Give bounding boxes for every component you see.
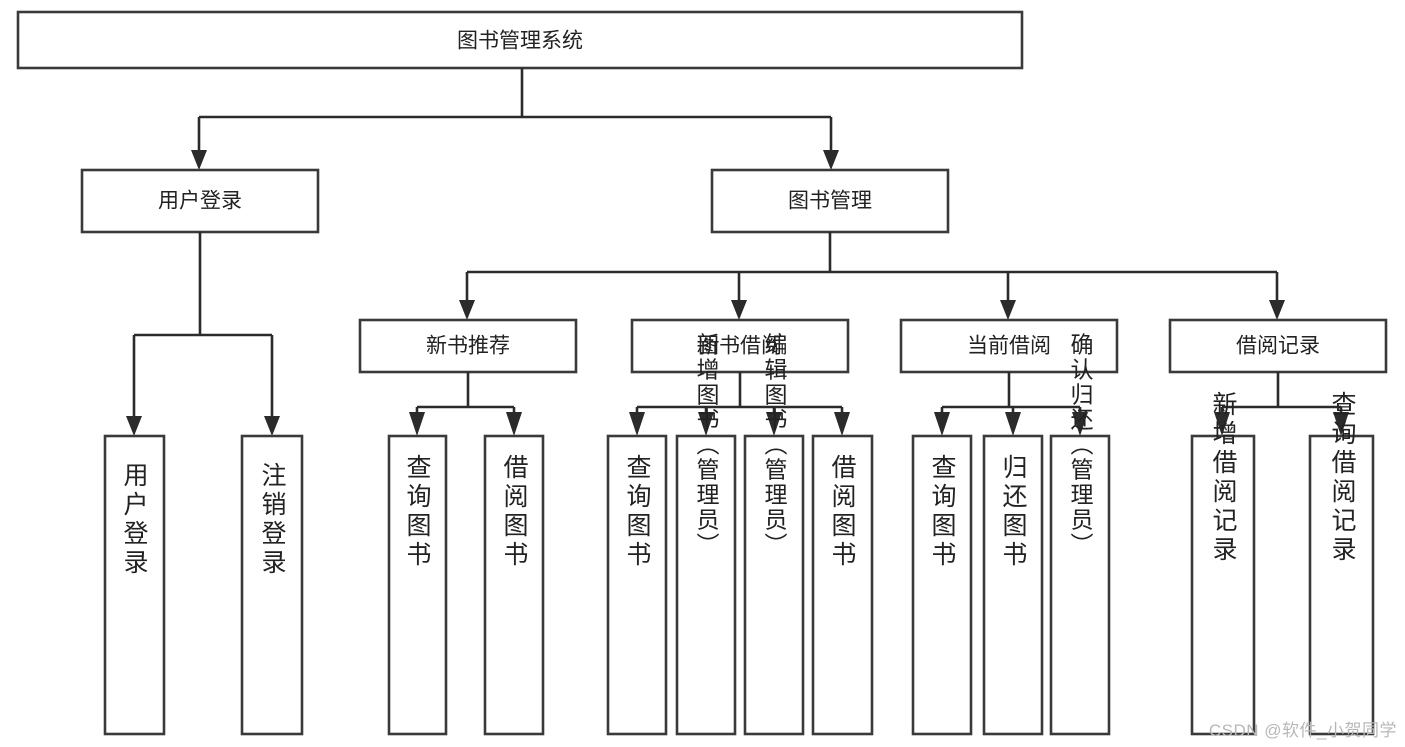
arrow-leaf-user-logout bbox=[264, 416, 280, 436]
arrow-user-login bbox=[191, 150, 207, 170]
leaf-query-book-2-box bbox=[606, 434, 668, 736]
arrow-leaf-query-book-3 bbox=[934, 412, 950, 436]
leaf-borrow-book-2-label: 借阅图书 bbox=[828, 454, 857, 570]
leaf-query-record-label: 查询借阅记录 bbox=[1328, 391, 1357, 565]
arrow-leaf-query-book-2 bbox=[629, 412, 645, 436]
leaf-node-query-book-2[interactable]: 查询图书 bbox=[606, 434, 668, 736]
borrow-record-box bbox=[1168, 318, 1388, 374]
leaf-query-book-3-label: 查询图书 bbox=[928, 454, 957, 570]
arrow-leaf-user-login bbox=[126, 416, 142, 436]
root-box bbox=[16, 10, 1024, 70]
leaf-user-logout-box bbox=[240, 434, 304, 736]
arrow-leaf-borrow-book-1 bbox=[506, 412, 522, 436]
new-book-rec-label: 新书推荐 bbox=[426, 335, 510, 358]
leaf-node-add-book[interactable]: 新增图书（管理员） bbox=[675, 333, 737, 736]
book-manage-label: 图书管理 bbox=[788, 190, 872, 213]
arrow-book-manage bbox=[823, 150, 839, 170]
leaf-return-book-box bbox=[982, 434, 1044, 736]
node-new-book-rec[interactable]: 新书推荐 bbox=[358, 318, 578, 374]
leaf-edit-book-label: 编辑图书（管理员） bbox=[761, 333, 788, 558]
arrow-leaf-add-book bbox=[698, 412, 714, 436]
leaf-node-add-record[interactable]: 新增借阅记录 bbox=[1190, 391, 1256, 736]
arrow-leaf-edit-book bbox=[766, 412, 782, 436]
book-borrow-label: 图书借阅 bbox=[698, 335, 782, 358]
arrow-leaf-add-record bbox=[1214, 412, 1230, 436]
current-borrow-label: 当前借阅 bbox=[967, 335, 1051, 358]
arrow-borrow-record bbox=[1269, 300, 1285, 320]
leaf-user-login-label: 用户登录 bbox=[120, 462, 149, 578]
node-user-login[interactable]: 用户登录 bbox=[80, 168, 320, 234]
arrow-leaf-query-record bbox=[1333, 412, 1349, 436]
arrow-book-borrow bbox=[731, 300, 747, 320]
leaf-query-book-1-label: 查询图书 bbox=[403, 454, 432, 570]
leaf-node-borrow-book-1[interactable]: 借阅图书 bbox=[483, 434, 545, 736]
arrow-leaf-confirm-return bbox=[1072, 412, 1088, 436]
arrow-leaf-return-book bbox=[1005, 412, 1021, 436]
node-book-manage[interactable]: 图书管理 bbox=[710, 168, 950, 234]
leaf-user-login-box bbox=[103, 434, 166, 736]
arrow-leaf-query-book-1 bbox=[409, 412, 425, 436]
connector-new-book-rec-to-leaves bbox=[409, 372, 522, 436]
leaf-confirm-return-label: 确认归还（管理员） bbox=[1067, 333, 1094, 558]
leaf-borrow-book-1-box bbox=[483, 434, 545, 736]
leaf-borrow-book-2-box bbox=[811, 434, 874, 736]
leaf-node-return-book[interactable]: 归还图书 bbox=[982, 434, 1044, 736]
leaf-query-book-2-label: 查询图书 bbox=[623, 454, 652, 570]
book-manage-box bbox=[710, 168, 950, 234]
connector-current-borrow-to-leaves bbox=[934, 372, 1088, 436]
book-borrow-box bbox=[630, 318, 850, 374]
leaf-node-query-book-3[interactable]: 查询图书 bbox=[911, 434, 973, 736]
leaf-node-edit-book[interactable]: 编辑图书（管理员） bbox=[743, 333, 805, 736]
new-book-rec-box bbox=[358, 318, 578, 374]
leaf-add-book-label: 新增图书（管理员） bbox=[693, 333, 720, 558]
arrow-current-borrow bbox=[1000, 300, 1016, 320]
leaf-return-book-label: 归还图书 bbox=[999, 454, 1028, 570]
node-borrow-record[interactable]: 借阅记录 bbox=[1168, 318, 1388, 374]
arrow-new-book-rec bbox=[459, 300, 475, 320]
connector-book-borrow-to-leaves bbox=[629, 372, 850, 436]
leaf-query-book-3-box bbox=[911, 434, 973, 736]
leaf-edit-book-box bbox=[743, 434, 805, 736]
leaf-node-user-login[interactable]: 用户登录 bbox=[103, 434, 166, 736]
connector-user-login-to-leaves bbox=[126, 232, 280, 436]
user-login-label: 用户登录 bbox=[158, 190, 242, 213]
leaf-user-logout-label: 注销登录 bbox=[258, 462, 287, 578]
connector-root-to-level2 bbox=[191, 68, 839, 170]
leaf-node-borrow-book-2[interactable]: 借阅图书 bbox=[811, 434, 874, 736]
node-current-borrow[interactable]: 当前借阅 bbox=[899, 318, 1119, 374]
current-borrow-box bbox=[899, 318, 1119, 374]
connector-book-manage-to-level3 bbox=[459, 232, 1285, 320]
borrow-record-label: 借阅记录 bbox=[1236, 335, 1320, 358]
node-book-borrow[interactable]: 图书借阅 bbox=[630, 318, 850, 374]
arrow-leaf-borrow-book-2 bbox=[834, 412, 850, 436]
leaf-add-record-label: 新增借阅记录 bbox=[1209, 391, 1238, 565]
leaf-add-record-box bbox=[1190, 434, 1256, 736]
leaf-query-book-1-box bbox=[387, 434, 448, 736]
leaf-confirm-return-box bbox=[1049, 434, 1111, 736]
leaf-node-user-logout[interactable]: 注销登录 bbox=[240, 434, 304, 736]
connector-borrow-record-to-leaves bbox=[1214, 372, 1349, 436]
root-label: 图书管理系统 bbox=[457, 30, 583, 53]
node-root[interactable]: 图书管理系统 bbox=[16, 10, 1024, 70]
leaf-node-query-book-1[interactable]: 查询图书 bbox=[387, 434, 448, 736]
leaf-borrow-book-1-label: 借阅图书 bbox=[500, 454, 529, 570]
leaf-node-confirm-return[interactable]: 确认归还（管理员） bbox=[1049, 333, 1111, 736]
leaf-node-query-record[interactable]: 查询借阅记录 bbox=[1308, 391, 1375, 736]
leaf-add-book-box bbox=[675, 434, 737, 736]
leaf-query-record-box bbox=[1308, 434, 1375, 736]
